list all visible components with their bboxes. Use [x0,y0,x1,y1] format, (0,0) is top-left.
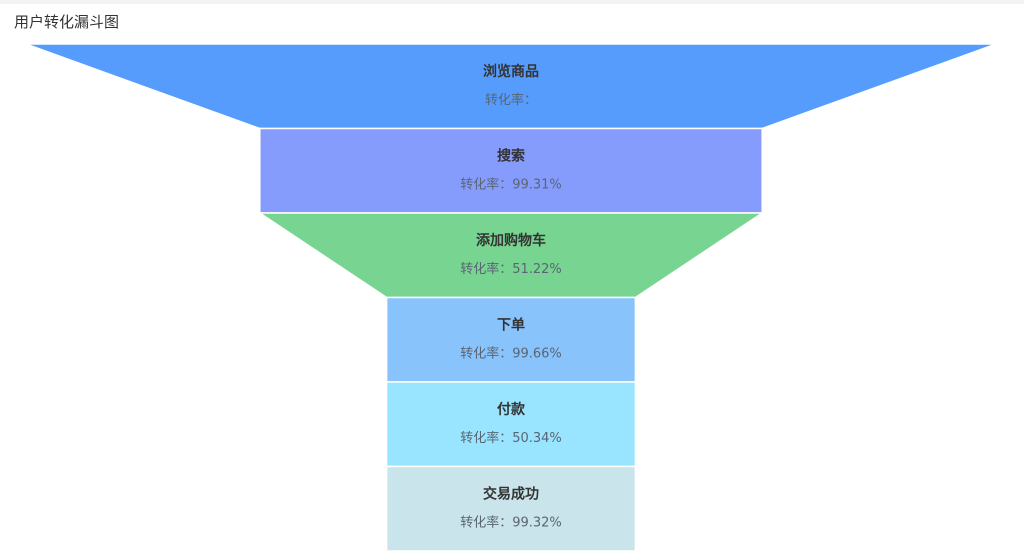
funnel-segment-5[interactable] [385,381,637,468]
stage-rate-label: 转化率：99.66% [460,346,562,362]
stage-name-label: 下单 [497,317,525,334]
funnel-segment-1[interactable] [25,43,997,130]
stage-rate-label: 转化率： [485,92,537,108]
stage-name-label: 付款 [497,401,526,418]
funnel-segment-6[interactable] [385,465,637,552]
chart-title: 用户转化漏斗图 [14,13,120,31]
stage-name-label: 交易成功 [483,486,539,503]
stage-rate-label: 转化率：50.34% [460,430,562,446]
stage-name-label: 浏览商品 [483,63,539,80]
stage-rate-label: 转化率：51.22% [460,261,562,277]
stage-name-label: 添加购物车 [476,232,546,249]
stage-name-label: 搜索 [497,148,525,165]
funnel-segment-2[interactable] [259,127,763,214]
stage-rate-label: 转化率：99.32% [460,515,562,531]
funnel-segment-4[interactable] [385,296,637,383]
stage-rate-label: 转化率：99.31% [460,177,562,193]
funnel-segment-3[interactable] [257,212,765,299]
top-border [0,0,1024,4]
